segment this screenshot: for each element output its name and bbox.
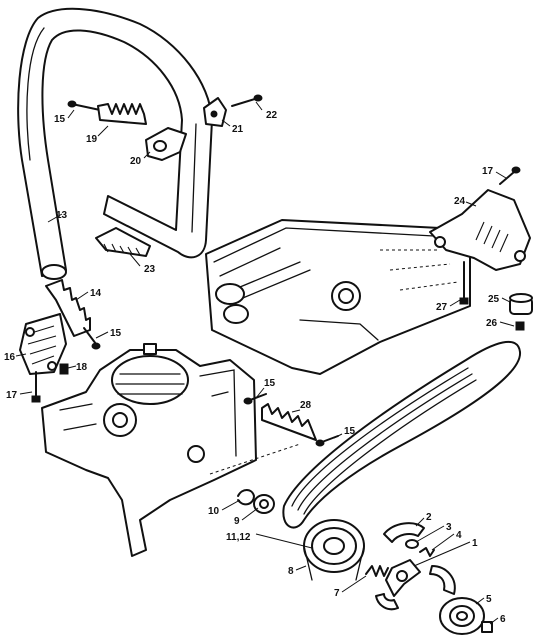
crankcase-housing — [205, 219, 471, 375]
callout-27: 27 — [436, 302, 448, 313]
callout-15-mid: 15 — [264, 378, 276, 389]
part-20-bracket — [145, 127, 187, 161]
part-19-spring — [97, 103, 147, 125]
part-25-damper — [509, 293, 533, 315]
callout-6: 6 — [500, 614, 506, 625]
callout-24: 24 — [454, 196, 466, 207]
callout-17-top: 17 — [482, 166, 494, 177]
callout-8: 8 — [288, 566, 294, 577]
part-2-clutch-shoe — [383, 522, 425, 543]
callout-21: 21 — [232, 124, 244, 135]
callout-1: 1 — [472, 538, 478, 549]
part-13-handlebar — [17, 7, 213, 280]
part-22-screw — [231, 94, 263, 107]
part-16-mount-bracket — [19, 313, 67, 375]
callout-28: 28 — [300, 400, 312, 411]
callout-14: 14 — [90, 288, 102, 299]
callout-22: 22 — [266, 110, 278, 121]
drive-belt — [282, 341, 522, 529]
part-18-nut — [59, 363, 69, 375]
callout-4: 4 — [456, 530, 462, 541]
part-4-spring — [419, 547, 435, 557]
callout-5: 5 — [486, 594, 492, 605]
callout-26: 26 — [486, 318, 498, 329]
part-7-spring — [365, 565, 389, 577]
part-15-bolt-left — [83, 327, 101, 350]
callout-labels: 15 19 20 21 22 13 23 17 24 25 27 26 14 1… — [4, 110, 506, 625]
clutch-shoe-lower — [375, 565, 456, 611]
callout-7: 7 — [334, 588, 340, 599]
callout-19: 19 — [86, 134, 98, 145]
callout-17-left: 17 — [6, 390, 18, 401]
callout-9: 9 — [234, 516, 240, 527]
part-28-spring — [261, 403, 317, 441]
leader-lines — [15, 101, 515, 625]
callout-3: 3 — [446, 522, 452, 533]
part-15-bolt-top — [67, 100, 101, 111]
part-23-grip — [95, 227, 151, 257]
callout-20: 20 — [130, 156, 142, 167]
part-3-spring — [405, 539, 419, 549]
part-6-nut — [481, 621, 493, 633]
callout-15-left: 15 — [110, 328, 122, 339]
callout-2: 2 — [426, 512, 432, 523]
callout-10: 10 — [208, 506, 220, 517]
part-5-drive-pulley — [439, 597, 485, 635]
part-17-bolt-left — [31, 371, 41, 403]
callout-15-top: 15 — [54, 114, 66, 125]
part-21-clamp — [203, 97, 227, 127]
callout-18: 18 — [76, 362, 88, 373]
part-8-clutch-drum — [303, 519, 365, 581]
callout-11-12: 11,12 — [226, 532, 251, 543]
callout-15-right: 15 — [344, 426, 356, 437]
part-24-rear-bracket — [429, 189, 531, 271]
part-10-circlip — [237, 489, 255, 506]
callout-13: 13 — [56, 210, 68, 221]
callout-25: 25 — [488, 294, 500, 305]
part-17-bolt-top — [499, 166, 521, 185]
part-1-clutch-carrier — [385, 559, 421, 597]
engine-assembly — [41, 343, 301, 557]
part-9-bearing — [253, 494, 275, 514]
part-14-spring — [45, 279, 91, 337]
part-15-bolt-mid — [243, 393, 267, 405]
part-27-bolt — [459, 261, 469, 305]
callout-23: 23 — [144, 264, 156, 275]
part-26-nut — [515, 321, 525, 331]
callout-16: 16 — [4, 352, 16, 363]
